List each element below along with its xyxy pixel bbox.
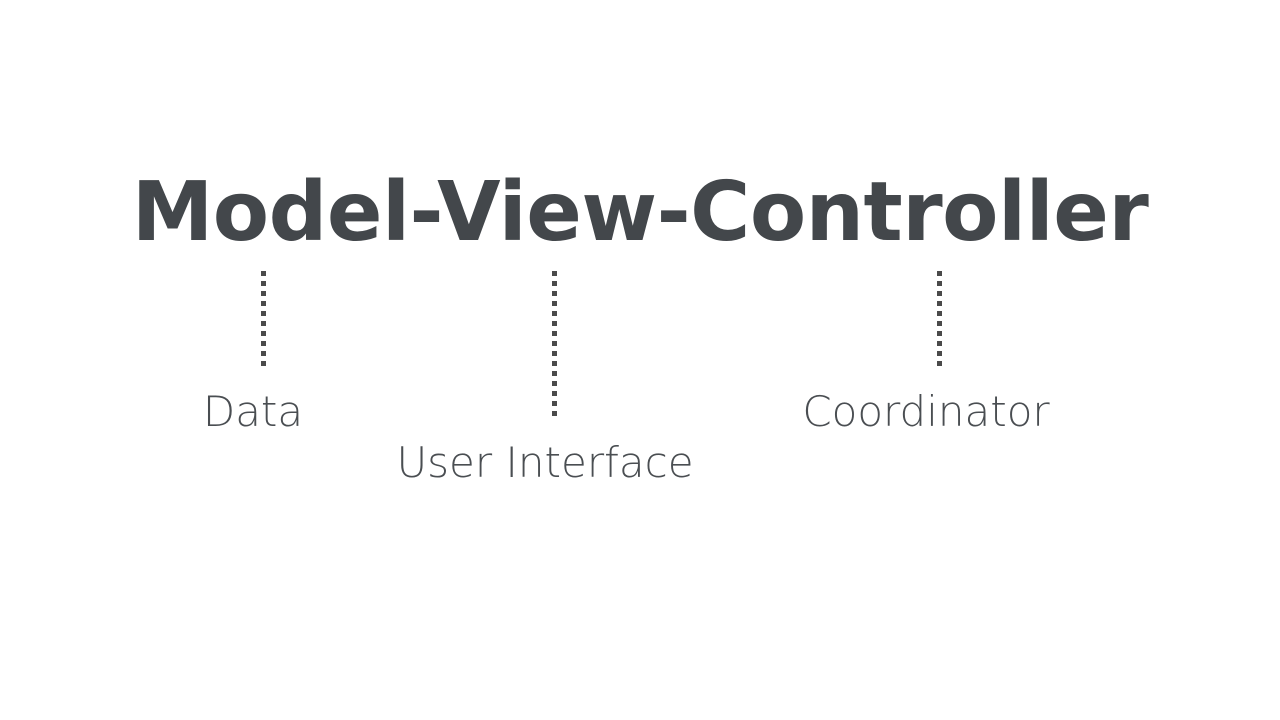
connector-line-view [552, 271, 557, 421]
branch-label-view: User Interface [396, 438, 694, 487]
page-title: Model-View-Controller [131, 165, 1149, 260]
connector-line-model [261, 271, 266, 369]
branch-label-model: Data [202, 387, 304, 436]
branch-label-controller: Coordinator [802, 387, 1050, 436]
connector-line-controller [937, 271, 942, 369]
